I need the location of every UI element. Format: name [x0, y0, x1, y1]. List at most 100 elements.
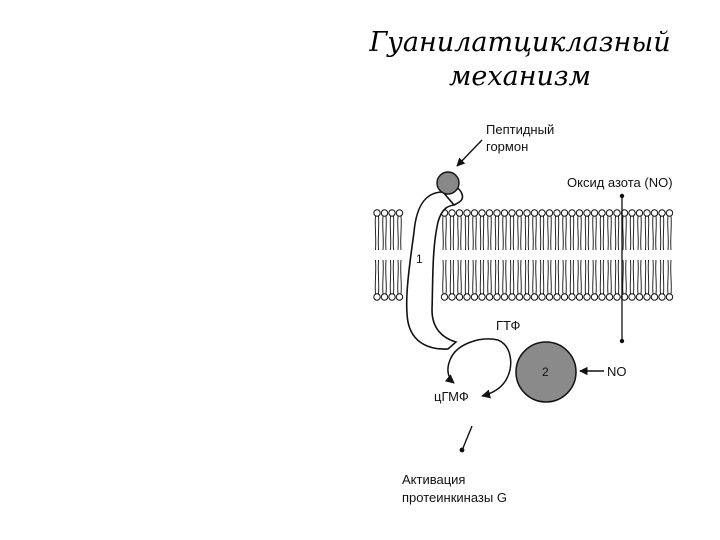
lipid-tail-bottom [637, 259, 642, 295]
lipid-tail-top [517, 215, 522, 251]
lipid-tail-top [524, 215, 530, 251]
lipid-head-top [545, 209, 554, 217]
lipid-tail-bottom [622, 259, 627, 295]
lipid-head-bottom [448, 293, 456, 301]
reaction-arc [481, 339, 512, 399]
lipid-tail-top [382, 215, 387, 251]
lipid-head-bottom [373, 293, 381, 301]
cell-membrane [373, 209, 674, 301]
lipid-head-top [388, 209, 396, 217]
lipid-tail-bottom [547, 259, 552, 295]
lipid-head-bottom [665, 293, 674, 301]
lipid-tail-bottom [629, 259, 635, 295]
lipid-head-bottom [568, 293, 576, 301]
lipid-tail-bottom [524, 259, 530, 295]
lipid-tail-top [554, 215, 560, 251]
lipid-tail-top [569, 215, 575, 251]
lipid-head-bottom [380, 293, 389, 301]
lipid-head-top [658, 209, 666, 217]
lipid-tail-top [479, 215, 485, 251]
receptor-number: 1 [416, 252, 423, 266]
lipid-head-bottom [478, 293, 486, 301]
lipid-tail-bottom [644, 259, 650, 295]
lipid-head-bottom [605, 293, 614, 301]
lipid-tail-bottom [532, 259, 537, 295]
lipid-head-top [463, 209, 471, 217]
lipid-head-top [553, 209, 561, 217]
lipid-head-top [455, 209, 464, 217]
lipid-tail-bottom [517, 259, 522, 295]
lipid-tail-top [374, 215, 380, 251]
nitric-oxide-dot-top [619, 193, 625, 199]
lipid-head-bottom [545, 293, 554, 301]
lipid-head-bottom [485, 293, 494, 301]
lipid-tail-bottom [584, 259, 590, 295]
lipid-head-bottom [395, 293, 404, 301]
lipid-tail-top [622, 215, 627, 251]
lipid-head-top [628, 209, 636, 217]
lipid-head-top [590, 209, 599, 217]
lipid-tail-bottom [382, 259, 387, 295]
lipid-head-bottom [523, 293, 531, 301]
lipid-tail-top [562, 215, 567, 251]
lipid-tail-bottom [614, 259, 620, 295]
activation-label-2: протеинкиназы G [402, 490, 507, 505]
lipid-head-top [523, 209, 531, 217]
lipid-tail-top [592, 215, 597, 251]
lipid-tail-top [502, 215, 507, 251]
lipid-head-top [395, 209, 404, 217]
lipid-head-top [665, 209, 674, 217]
soluble-guanylate-cyclase [515, 341, 577, 403]
lipid-tail-bottom [592, 259, 597, 295]
receptor-guanylate-cyclase [405, 191, 458, 350]
lipid-tail-top [472, 215, 477, 251]
activation-label-1: Активация [402, 472, 465, 487]
lipid-head-top [613, 209, 621, 217]
lipid-tail-top [397, 215, 402, 251]
lipid-tail-top [584, 215, 590, 251]
lipid-head-bottom [643, 293, 651, 301]
lipid-tail-top [509, 215, 515, 251]
activation-arrow [462, 425, 473, 449]
lipid-head-bottom [598, 293, 606, 301]
lipid-head-bottom [388, 293, 396, 301]
lipid-tail-bottom [374, 259, 380, 295]
lipid-head-top [493, 209, 501, 217]
lipid-head-top [583, 209, 591, 217]
peptide-hormone-label-1: Пептидный [486, 122, 554, 137]
lipid-tail-top [539, 215, 545, 251]
lipid-tail-bottom [577, 259, 582, 295]
lipid-tail-top [652, 215, 657, 251]
lipid-head-bottom [515, 293, 524, 301]
lipid-head-bottom [470, 293, 479, 301]
lipid-head-bottom [500, 293, 509, 301]
lipid-tail-bottom [487, 259, 492, 295]
lipid-head-top [373, 209, 381, 217]
lipid-head-top [538, 209, 546, 217]
nitric-oxide-label: Оксид азота (NO) [567, 175, 673, 190]
lipid-head-top [643, 209, 651, 217]
lipid-head-bottom [658, 293, 666, 301]
lipid-tail-bottom [472, 259, 477, 295]
lipid-head-bottom [440, 293, 449, 301]
lipid-tail-top [577, 215, 582, 251]
lipid-head-bottom [620, 293, 629, 301]
lipid-tail-bottom [389, 259, 395, 295]
lipid-tail-bottom [539, 259, 545, 295]
lipid-tail-bottom [562, 259, 567, 295]
lipid-tail-top [464, 215, 470, 251]
lipid-head-bottom [635, 293, 644, 301]
lipid-tail-bottom [479, 259, 485, 295]
lipid-head-top [560, 209, 569, 217]
lipid-head-top [508, 209, 516, 217]
lipid-tail-bottom [667, 259, 672, 295]
lipid-tail-top [599, 215, 605, 251]
activation-arrow-tip [459, 447, 465, 453]
lipid-head-bottom [553, 293, 561, 301]
lipid-tail-top [532, 215, 537, 251]
lipid-head-top [515, 209, 524, 217]
lipid-head-bottom [590, 293, 599, 301]
slide-title: Гуанилатциклазный механизм [330, 26, 710, 94]
lipid-head-bottom [508, 293, 516, 301]
